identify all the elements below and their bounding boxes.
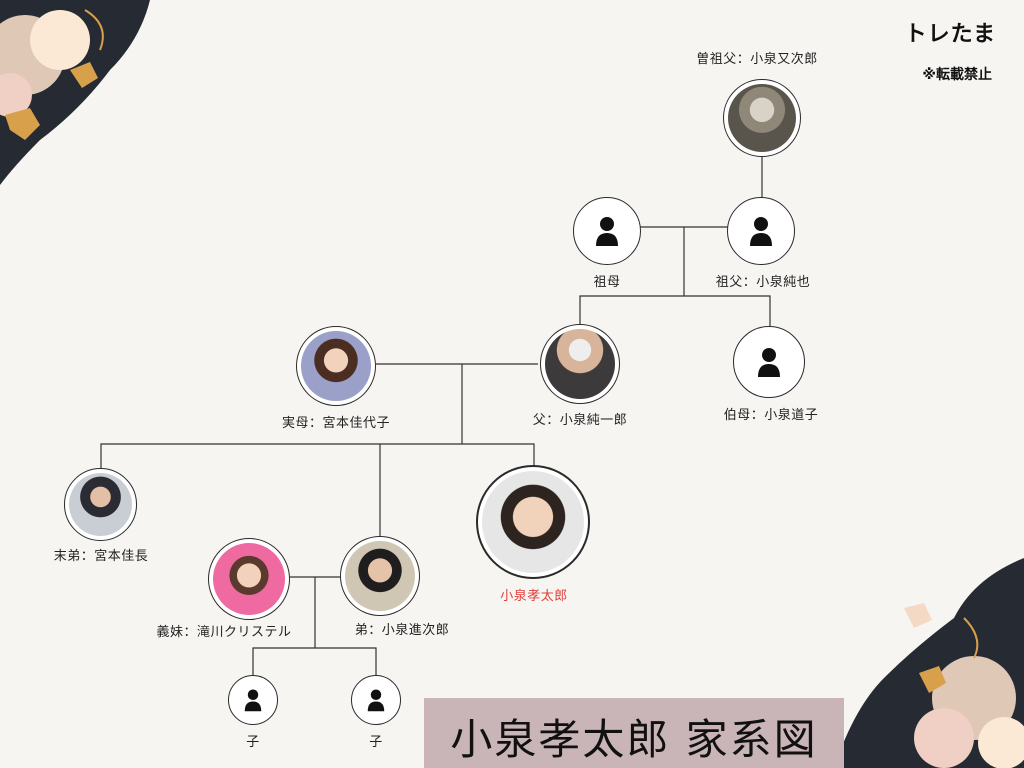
title-banner: 小泉孝太郎 家系図 xyxy=(424,698,844,768)
youngest-brother-photo xyxy=(64,468,137,541)
sister-in-law-photo xyxy=(208,538,290,620)
aunt-label: 伯母：小泉道子 xyxy=(723,408,819,423)
grandfather-node xyxy=(727,197,795,265)
child-node-1 xyxy=(228,675,278,725)
child-label-2: 子 xyxy=(369,735,383,750)
brother-label: 弟：小泉進次郎 xyxy=(354,623,450,638)
grandmother-node xyxy=(573,197,641,265)
floral-decoration-top-left xyxy=(0,0,150,185)
person-icon xyxy=(596,217,618,246)
self-label: 小泉孝太郎 xyxy=(500,589,568,604)
child-label-1: 子 xyxy=(246,735,260,750)
brother-photo xyxy=(340,536,420,616)
aunt-node xyxy=(733,326,805,398)
great-grandfather-photo xyxy=(723,79,801,157)
great-grandfather-label: 曽祖父：小泉又次郎 xyxy=(696,52,818,67)
self-photo xyxy=(476,465,590,579)
person-icon xyxy=(367,689,385,712)
mother-photo xyxy=(296,326,376,406)
child-node-2 xyxy=(351,675,401,725)
youngest-brother-label: 末弟：宮本佳長 xyxy=(53,549,149,564)
floral-decoration-bottom-right xyxy=(834,558,1024,768)
sister-in-law-label: 義妹：滝川クリステル xyxy=(156,625,292,640)
reprint-prohibited-notice: ※転載禁止 xyxy=(922,67,992,83)
person-icon xyxy=(750,217,772,246)
mother-label: 実母：宮本佳代子 xyxy=(281,416,391,431)
grandmother-label: 祖母 xyxy=(593,275,621,290)
father-label: 父：小泉純一郎 xyxy=(532,413,628,428)
site-logo: トレたま xyxy=(904,22,996,47)
person-icon xyxy=(244,689,262,712)
person-icon xyxy=(758,348,780,377)
grandfather-label: 祖父：小泉純也 xyxy=(715,275,811,290)
page-title: 小泉孝太郎 家系図 xyxy=(450,715,818,764)
father-photo xyxy=(540,324,620,404)
